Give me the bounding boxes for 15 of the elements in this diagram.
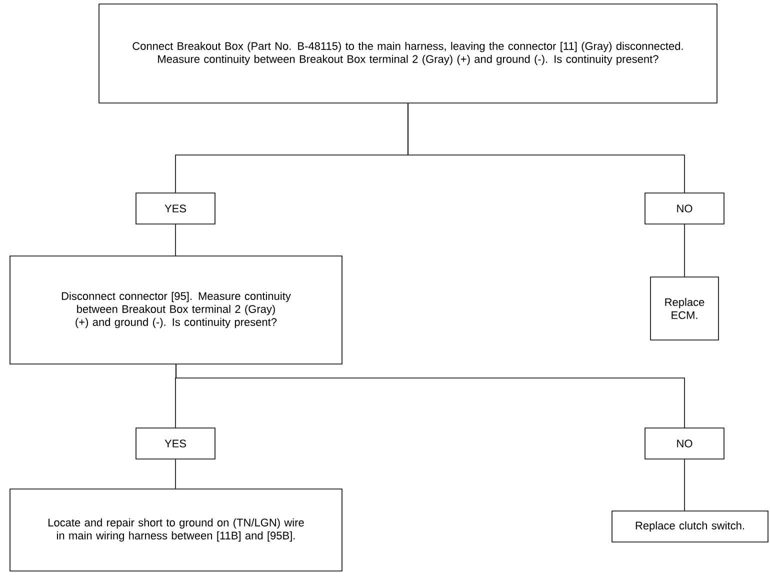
- question-box: Disconnect connector [95]. Measure continuity between Breakout Box terminal 2 (Gray) (+) and ground (-). Is continuity present?: [10, 256, 342, 364]
- connector-line: [408, 103, 685, 193]
- question-box: Connect Breakout Box (Part No. B-48115) to the main harness, leaving the connector [11] (Gray) disconnected. Measure continuity between Breakout Box terminal 2 (Gray) (+) and ground (-). Is continuity present?: [98, 4, 718, 104]
- answer-box: NO: [644, 428, 724, 460]
- connector-line: [175, 224, 176, 256]
- connector-line: [175, 459, 176, 489]
- connector-line: [176, 364, 685, 428]
- action-box: Replace clutch switch.: [612, 510, 768, 542]
- connector-line: [684, 224, 685, 277]
- action-box: Locate and repair short to ground on (TN/LGN) wire in main wiring harness between [11B] and [95B].: [10, 488, 342, 572]
- answer-box: YES: [136, 192, 216, 224]
- connector-line: [684, 459, 685, 511]
- answer-box: NO: [644, 192, 724, 224]
- action-box: Replace ECM.: [650, 276, 719, 340]
- answer-box: YES: [136, 428, 216, 460]
